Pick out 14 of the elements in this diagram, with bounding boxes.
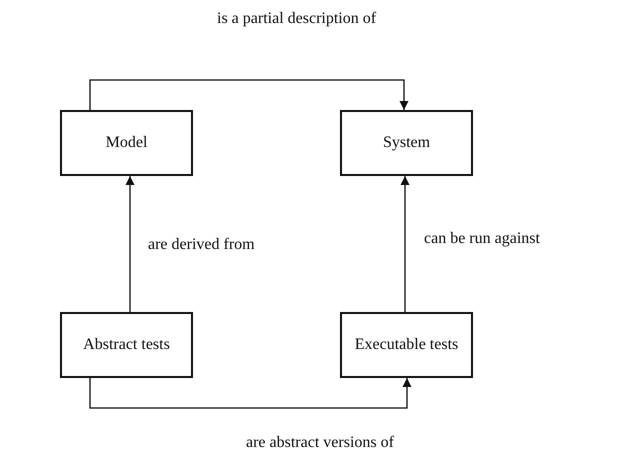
process-box xyxy=(60,312,193,378)
arrow xyxy=(125,176,135,312)
box-label: Model xyxy=(106,134,148,152)
arrow xyxy=(400,176,410,312)
arrow xyxy=(89,378,412,409)
process-box xyxy=(340,312,473,378)
box-label: Abstract tests xyxy=(83,336,170,354)
arrow xyxy=(89,79,409,110)
edge-label: is a partial description of xyxy=(215,10,378,28)
box-label: System xyxy=(382,134,430,152)
edge-label: can be run against xyxy=(422,230,542,248)
process-box xyxy=(60,110,193,176)
box-label: Executable tests xyxy=(354,336,458,354)
process-box xyxy=(340,110,473,176)
